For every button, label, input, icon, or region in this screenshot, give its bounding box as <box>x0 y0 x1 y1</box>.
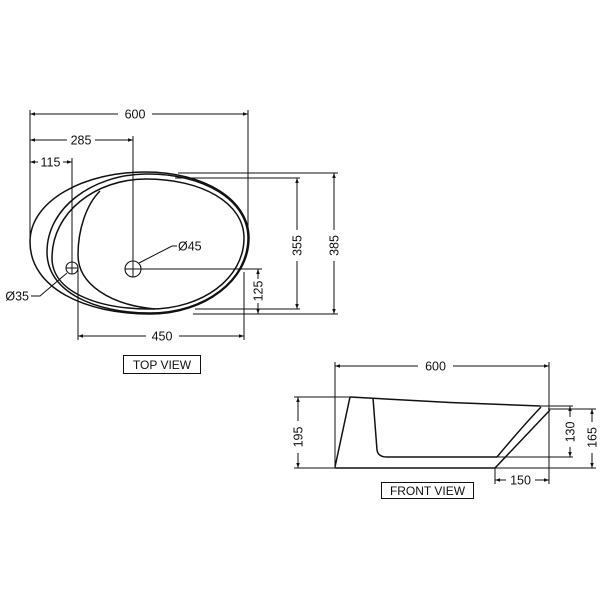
drain-diameter-callout: Ø45 <box>138 240 202 264</box>
dim-label: 600 <box>425 360 446 374</box>
bowl-contour <box>77 190 156 310</box>
dim-basin-depth: 355 <box>291 178 305 309</box>
top-extension-lines <box>29 110 338 340</box>
top-view-label-box: TOP VIEW <box>123 355 201 374</box>
dim-label: 165 <box>586 427 600 448</box>
basin-outline <box>29 171 250 315</box>
front-view: 600 195 130 165 150 FRONT VIEW <box>292 360 600 499</box>
dim-drain-offset: 285 <box>30 134 133 148</box>
dim-label: 125 <box>252 281 266 302</box>
dim-front-width: 600 <box>335 360 549 374</box>
overflow-hole <box>65 261 79 275</box>
dim-label: 150 <box>510 474 531 488</box>
dim-label: 285 <box>71 134 92 148</box>
dim-overall-width: 600 <box>30 108 248 122</box>
overflow-diameter-label: Ø35 <box>5 290 29 304</box>
dim-outer-height-right: 165 <box>586 409 600 468</box>
dim-label: 355 <box>291 235 305 256</box>
top-view-label: TOP VIEW <box>133 358 192 372</box>
front-view-label: FRONT VIEW <box>390 484 466 498</box>
basin-profile <box>334 396 551 469</box>
overflow-diameter-callout: Ø35 <box>5 272 68 304</box>
rim-top-edge <box>349 396 541 407</box>
bowl-inner-profile <box>372 397 497 458</box>
right-inner-slope <box>496 406 542 458</box>
outer-shell-contour <box>29 171 250 315</box>
dim-label: 600 <box>125 108 146 122</box>
drain-diameter-label: Ø45 <box>178 240 202 254</box>
dim-overall-depth: 385 <box>328 173 342 314</box>
dim-overflow-offset: 115 <box>30 156 72 170</box>
dim-label: 385 <box>328 235 342 256</box>
dim-height-left: 195 <box>292 397 306 468</box>
top-view: 600 285 115 450 355 385 <box>5 108 342 374</box>
dim-label: 130 <box>564 422 578 443</box>
dim-label: 115 <box>41 156 61 170</box>
left-outer-edge <box>334 396 351 468</box>
drain-hole <box>124 260 142 278</box>
rim-outer-contour <box>46 173 249 314</box>
dim-slope-width: 150 <box>495 474 549 488</box>
rim-inner-contour <box>51 178 245 310</box>
front-extension-lines <box>294 362 596 484</box>
dim-label: 195 <box>292 427 306 448</box>
front-view-label-box: FRONT VIEW <box>381 482 474 499</box>
dim-label: 450 <box>152 330 173 344</box>
right-outer-slope <box>494 409 551 469</box>
dim-drain-to-edge: 125 <box>252 269 266 314</box>
dim-basin-width: 450 <box>78 330 244 344</box>
dim-inner-height-right: 130 <box>564 406 578 457</box>
